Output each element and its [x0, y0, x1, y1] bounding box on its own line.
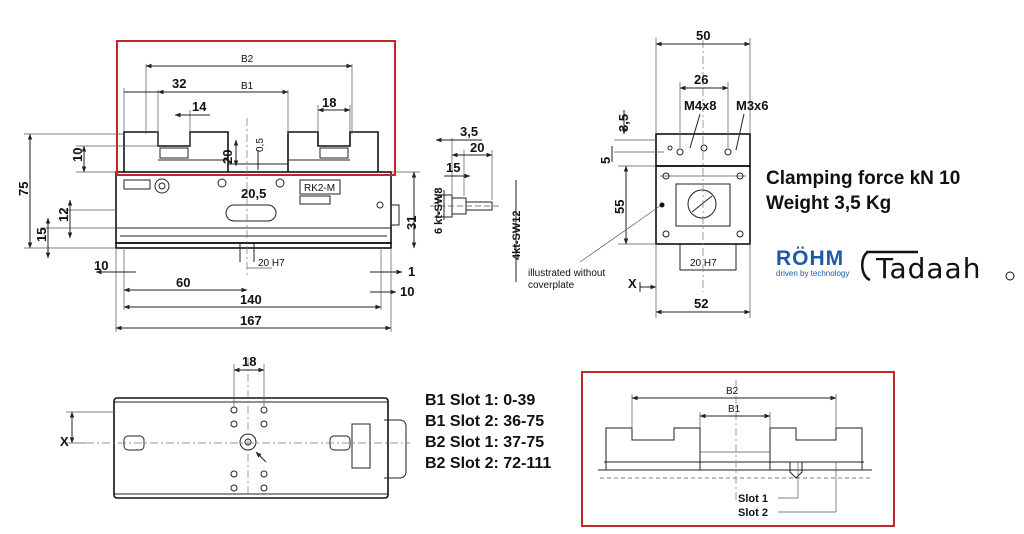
dim-b1: B1 — [241, 81, 254, 92]
top-view: 18 X — [60, 354, 410, 500]
slot-detail-view: B2 B1 Slot 1 Slot 2 — [581, 371, 895, 527]
dim-75: 75 — [16, 182, 31, 196]
rohm-tagline: driven by technology — [776, 269, 850, 278]
slot-range-item: B2 Slot 1: 37-75 — [425, 434, 545, 451]
dim-18-top: 18 — [242, 354, 256, 369]
dim-31: 31 — [404, 216, 419, 230]
top-view-spindle-end — [384, 419, 407, 479]
dim-26: 26 — [694, 72, 708, 87]
thread-m3x6: M3x6 — [736, 98, 769, 113]
dim-10-left: 10 — [70, 148, 85, 162]
dim-52: 52 — [694, 296, 708, 311]
slot-range-item: B2 Slot 2: 72-111 — [425, 455, 552, 472]
detail-slot-2: Slot 2 — [738, 507, 768, 519]
dim-60: 60 — [176, 275, 190, 290]
slot-range-list: B1 Slot 1: 0-39 B1 Slot 2: 36-75 B2 Slot… — [425, 390, 551, 474]
body-screw — [154, 178, 170, 194]
dim-sw8: 6 kt-SW8 — [433, 188, 445, 234]
dim-5-end: 5 — [598, 157, 613, 164]
spindle-slot — [225, 204, 277, 222]
top-view-body — [113, 397, 389, 499]
model-label: RK2-M — [304, 183, 335, 194]
end-view: 50 26 M4x8 M3x6 3,5 5 55 20 H7 X 52 illu… — [528, 28, 769, 318]
dim-18: 18 — [322, 95, 336, 110]
dim-3-5-end: 3,5 — [616, 114, 631, 132]
detail-slot-1: Slot 1 — [738, 493, 768, 505]
slot-range-item: B1 Slot 1: 0-39 — [425, 392, 536, 409]
jaw-highlight-frame — [116, 40, 396, 176]
dim-1: 1 — [408, 264, 415, 279]
dim-167: 167 — [240, 313, 262, 328]
dim-10-right: 10 — [400, 284, 414, 299]
dim-10-bottom: 10 — [94, 258, 108, 273]
right-jaw — [287, 131, 379, 172]
detail-b1: B1 — [728, 404, 741, 415]
fit-20h7-end: 20 H7 — [690, 258, 717, 269]
left-jaw — [123, 131, 229, 172]
dim-15: 15 — [34, 228, 49, 242]
dim-15-side: 15 — [446, 160, 460, 175]
tadaah-logo: Tadaah — [861, 250, 1015, 285]
dim-sw12: 4kt-SW12 — [511, 210, 523, 260]
rohm-wordmark: RÖHM — [776, 247, 845, 270]
dim-b2: B2 — [241, 54, 254, 65]
spindle-view: 3,5 20 15 6 kt-SW8 4kt-SW12 — [430, 124, 523, 282]
thread-m4x8: M4x8 — [684, 98, 717, 113]
dim-x-top: X — [60, 434, 69, 449]
dim-20: 20 — [220, 150, 235, 164]
note-line-2: coverplate — [528, 280, 575, 291]
spec-block: Clamping force kN 10 Weight 3,5 Kg — [766, 166, 960, 216]
slot-range-item: B1 Slot 2: 36-75 — [425, 413, 545, 430]
dim-0-5: 0,5 — [255, 138, 266, 152]
dim-55: 55 — [612, 200, 627, 214]
front-view: RK2-M B2 B1 32 14 18 20 0,5 20,5 75 — [16, 54, 420, 332]
dim-20-side: 20 — [470, 140, 484, 155]
fit-20h7-front: 20 H7 — [258, 258, 285, 269]
brand-plate — [123, 179, 151, 190]
note-line-1: illustrated without — [528, 268, 605, 279]
vise-body — [115, 171, 392, 244]
dim-14: 14 — [192, 99, 207, 114]
dim-x-end: X — [628, 276, 637, 291]
dim-140: 140 — [240, 292, 262, 307]
dim-3-5-side: 3,5 — [460, 124, 478, 139]
clamping-force: Clamping force kN 10 — [766, 168, 961, 189]
dim-20-5: 20,5 — [241, 186, 266, 201]
weight: Weight 3,5 Kg — [766, 193, 892, 214]
slot-detail-frame — [581, 371, 895, 527]
dim-50: 50 — [696, 28, 710, 43]
dim-32: 32 — [172, 76, 186, 91]
registered-icon — [1005, 271, 1015, 281]
dim-12: 12 — [56, 208, 71, 222]
detail-b2: B2 — [726, 386, 739, 397]
tadaah-wordmark: Tadaah — [875, 252, 981, 285]
rohm-logo: RÖHM driven by technology — [776, 247, 860, 278]
